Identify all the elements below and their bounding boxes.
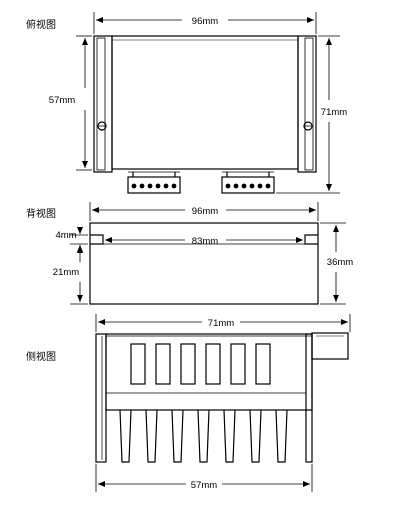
back-height-dimension bbox=[320, 222, 346, 305]
top-view-title: 俯视图 bbox=[26, 18, 56, 31]
top-view-drawing bbox=[93, 35, 317, 194]
back-body bbox=[89, 222, 319, 305]
top-width-dimension bbox=[93, 12, 317, 34]
side-left-wall bbox=[95, 333, 107, 463]
top-height-dimension bbox=[76, 35, 92, 171]
top-body bbox=[111, 35, 299, 170]
side-overall-width-dimension bbox=[95, 314, 351, 332]
back-right-slot bbox=[304, 234, 318, 245]
side-width-label: 57mm bbox=[191, 480, 217, 491]
side-overall-width-label: 71mm bbox=[208, 318, 234, 329]
back-view-drawing bbox=[89, 222, 319, 305]
top-overall-height-label: 71mm bbox=[321, 107, 347, 118]
top-right-mount-hole bbox=[303, 121, 313, 131]
side-right-wall bbox=[305, 333, 313, 463]
back-left-slot bbox=[90, 234, 104, 245]
back-view-title: 背视图 bbox=[26, 207, 56, 220]
top-width-label: 96mm bbox=[192, 16, 218, 27]
back-slot-height-label: 4mm bbox=[55, 230, 76, 241]
side-heatsink-fins bbox=[119, 409, 288, 463]
back-width-label: 96mm bbox=[192, 206, 218, 217]
back-width-dimension bbox=[89, 202, 319, 221]
top-right-terminal-block bbox=[221, 176, 275, 194]
back-lower-height-label: 21mm bbox=[53, 267, 79, 278]
top-terminal-pins bbox=[131, 183, 271, 189]
top-right-flange-inner bbox=[304, 37, 314, 171]
top-height-label: 57mm bbox=[49, 95, 75, 106]
side-view-drawing bbox=[95, 332, 349, 463]
back-left-dimensions bbox=[70, 227, 88, 305]
side-body bbox=[105, 333, 313, 411]
top-left-terminal-block bbox=[127, 176, 181, 194]
side-width-dimension bbox=[95, 464, 313, 492]
side-view-title: 侧视图 bbox=[26, 350, 56, 363]
side-connector bbox=[311, 332, 349, 360]
top-left-mount-hole bbox=[97, 121, 107, 131]
back-inner-width-label: 83mm bbox=[192, 236, 218, 247]
back-height-label: 36mm bbox=[327, 257, 353, 268]
top-overall-height-dimension bbox=[276, 35, 340, 194]
top-left-flange-inner bbox=[96, 37, 106, 171]
